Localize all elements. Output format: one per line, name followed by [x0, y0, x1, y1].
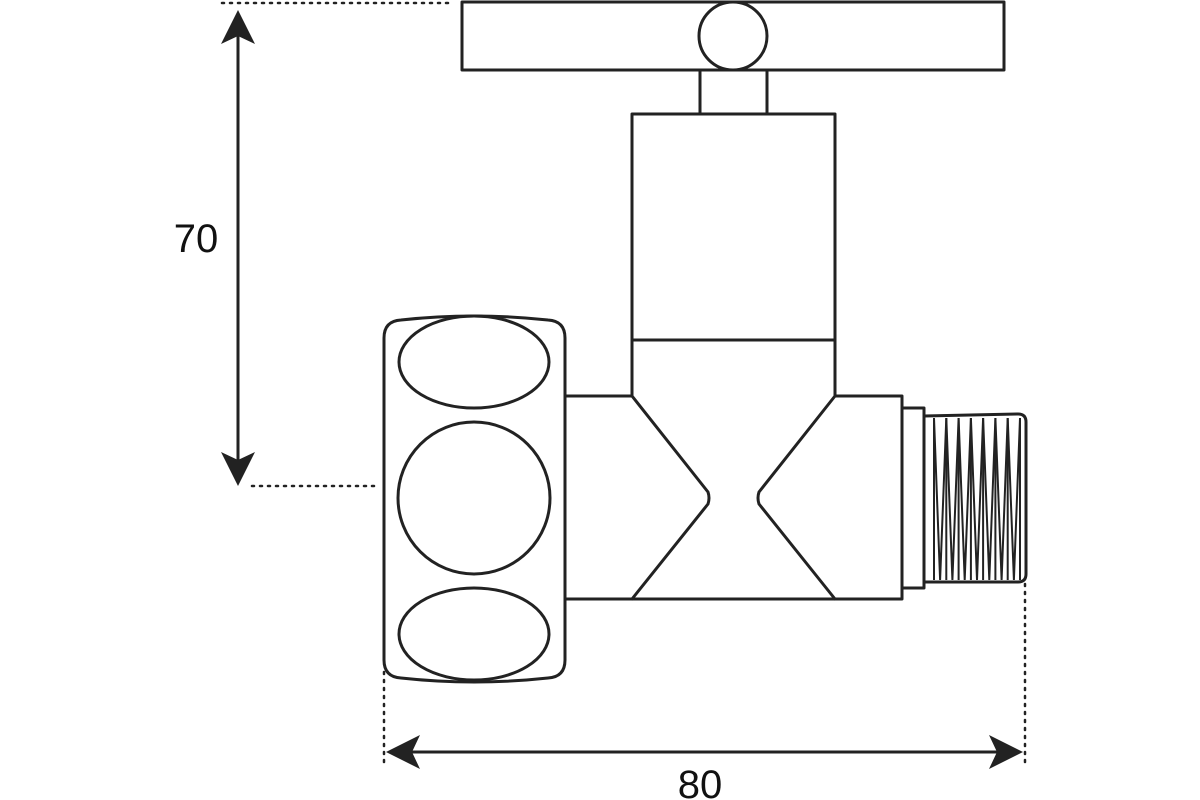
height-dimension: 70 — [174, 10, 255, 486]
nut-facet-center-icon — [396, 420, 552, 576]
threaded-outlet — [922, 412, 1028, 584]
valve — [382, 0, 1028, 684]
height-dimension-label: 70 — [174, 217, 219, 261]
width-dimension-label: 80 — [678, 763, 723, 800]
extension-lines — [220, 1, 1027, 766]
nut-facet-bottom-icon — [397, 586, 551, 682]
height-arrow-bottom-icon — [221, 452, 255, 486]
nut-facet-top-icon — [397, 314, 551, 410]
width-arrow-right-icon — [989, 735, 1023, 769]
height-arrow-top-icon — [221, 10, 255, 44]
thread-zigzag — [933, 417, 1021, 581]
body-left-hex-facet — [630, 394, 711, 601]
side-nut — [382, 314, 567, 684]
width-dimension: 80 — [386, 735, 1023, 800]
thread-lines — [933, 417, 1021, 581]
bonnet — [630, 112, 837, 342]
width-arrow-left-icon — [386, 735, 420, 769]
body-right-hex-facet — [756, 394, 837, 601]
handle-bar — [460, 0, 1006, 72]
outlet-collar — [900, 406, 926, 590]
handle-cap-icon — [697, 0, 769, 72]
valve-body — [563, 338, 904, 601]
